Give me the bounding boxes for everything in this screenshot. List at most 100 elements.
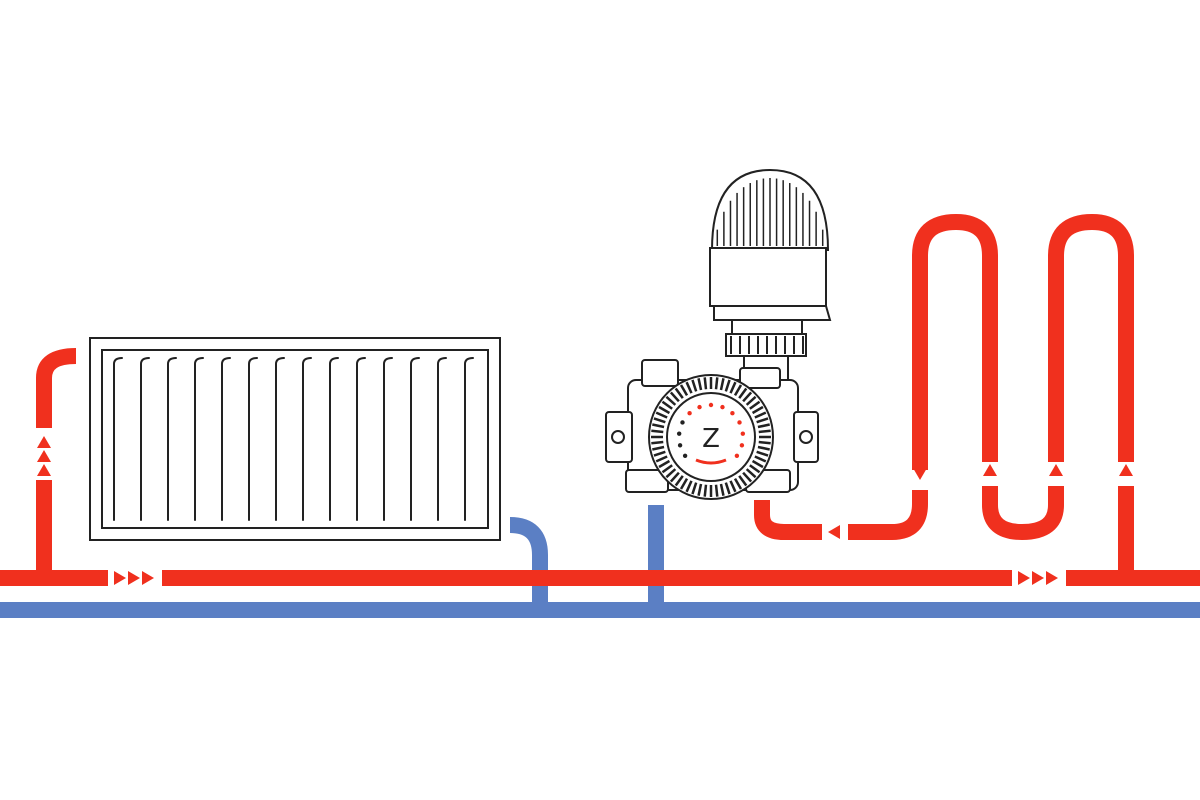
radiator-fin <box>248 357 258 521</box>
radiator-fin <box>383 357 393 521</box>
dial-scale-mark <box>687 411 692 416</box>
dial-tick <box>754 455 767 463</box>
arrow-right <box>1032 571 1044 585</box>
dial-scale-mark <box>682 453 688 459</box>
dial-letter: Z <box>702 424 720 454</box>
right-flange-hole <box>799 430 813 444</box>
dial-scale-mark <box>737 420 742 425</box>
dial-tick <box>691 482 698 495</box>
radiator-supply-riser <box>36 348 77 570</box>
radiator-fin <box>437 357 447 521</box>
thermostat-body <box>709 247 827 307</box>
radiator-fins <box>113 357 474 521</box>
dial-tick <box>758 429 771 434</box>
left-arrows <box>828 464 1133 539</box>
top-port <box>739 367 781 389</box>
dial-tick <box>651 429 664 434</box>
loop-meander-2 <box>1048 213 1134 462</box>
radiator-fin <box>194 357 204 521</box>
arrow-right <box>142 571 154 585</box>
dial-tick <box>719 378 725 391</box>
dial-tick <box>733 384 743 397</box>
dial-tick <box>679 384 689 397</box>
radiator-fin <box>329 357 339 521</box>
radiator-inner-frame <box>101 349 489 529</box>
dial-scale-mark <box>740 431 746 436</box>
mixing-valve-pump: Z <box>605 359 819 500</box>
dial-tick <box>749 464 761 474</box>
arrow-right <box>1046 571 1058 585</box>
dial-tick <box>754 411 767 419</box>
dial-tick <box>703 377 708 390</box>
dial-tick <box>745 395 757 406</box>
dial-tick <box>703 484 708 497</box>
dial-indicator <box>695 458 727 465</box>
dial-scale-mark <box>720 404 725 410</box>
dial-tick <box>742 391 753 403</box>
dial-tick <box>697 378 703 391</box>
dial-tick <box>756 450 769 457</box>
dial-tick <box>729 381 737 394</box>
cold-return-pipe <box>0 505 1200 618</box>
dial-tick <box>669 391 680 403</box>
dial-tick <box>714 484 719 497</box>
radiator-fin <box>356 357 366 521</box>
radiator-fin <box>302 357 312 521</box>
dial-tick <box>651 440 664 445</box>
dial-tick <box>661 400 673 410</box>
right-arrows <box>114 571 1058 585</box>
underfloor-heating-loop <box>754 213 1134 570</box>
dial-scale <box>676 402 746 459</box>
radiator-fin <box>167 357 177 521</box>
arrow-right <box>128 571 140 585</box>
dial-scale-mark <box>677 443 683 448</box>
radiator-fin <box>464 357 474 521</box>
arrow-right <box>114 571 126 585</box>
arrow-up <box>37 464 51 476</box>
dial-tick <box>665 395 677 406</box>
radiator-frame <box>89 337 501 541</box>
dial-tick <box>669 471 680 483</box>
dial-tick <box>685 480 693 493</box>
hot-supply-pipe <box>0 348 1200 586</box>
loop-outlet <box>754 500 822 540</box>
radiator-fin <box>140 357 150 521</box>
dial-tick <box>674 475 684 487</box>
dial-scale-mark <box>697 404 702 410</box>
radiator-fin <box>113 357 123 521</box>
radiator <box>89 337 501 541</box>
arrow-right <box>1018 571 1030 585</box>
nut-teeth <box>730 336 804 354</box>
arrow-left <box>828 525 840 539</box>
dial-tick <box>742 471 753 483</box>
dial-tick <box>691 379 698 392</box>
dial-scale-mark <box>676 431 682 436</box>
dial-scale-mark <box>680 420 685 425</box>
radiator-fin <box>221 357 231 521</box>
radiator-return-pipe <box>509 517 548 604</box>
loop-bottom-bend <box>982 486 1064 541</box>
dial-tick <box>653 450 666 457</box>
dial-tick <box>729 480 737 493</box>
dial-scale-mark <box>708 402 714 408</box>
dial-tick <box>724 482 731 495</box>
thermostat-collar <box>731 319 803 335</box>
dial-tick <box>679 477 689 490</box>
thermostatic-head <box>709 168 832 381</box>
dial-tick <box>751 459 764 469</box>
dial-tick <box>719 483 725 496</box>
dial-tick <box>652 445 665 451</box>
dial-tick <box>697 483 703 496</box>
radiator-fin <box>410 357 420 521</box>
up-arrows <box>36 428 52 480</box>
thermostat-base <box>713 305 832 321</box>
thermostat-ribs <box>716 178 824 246</box>
arrow-up <box>1119 464 1133 476</box>
dial-tick <box>756 417 769 424</box>
arrow-up <box>37 436 51 448</box>
dial-tick <box>749 400 761 410</box>
arrow-down <box>913 468 927 480</box>
dial-tick <box>757 445 770 451</box>
dial-tick <box>652 423 665 429</box>
